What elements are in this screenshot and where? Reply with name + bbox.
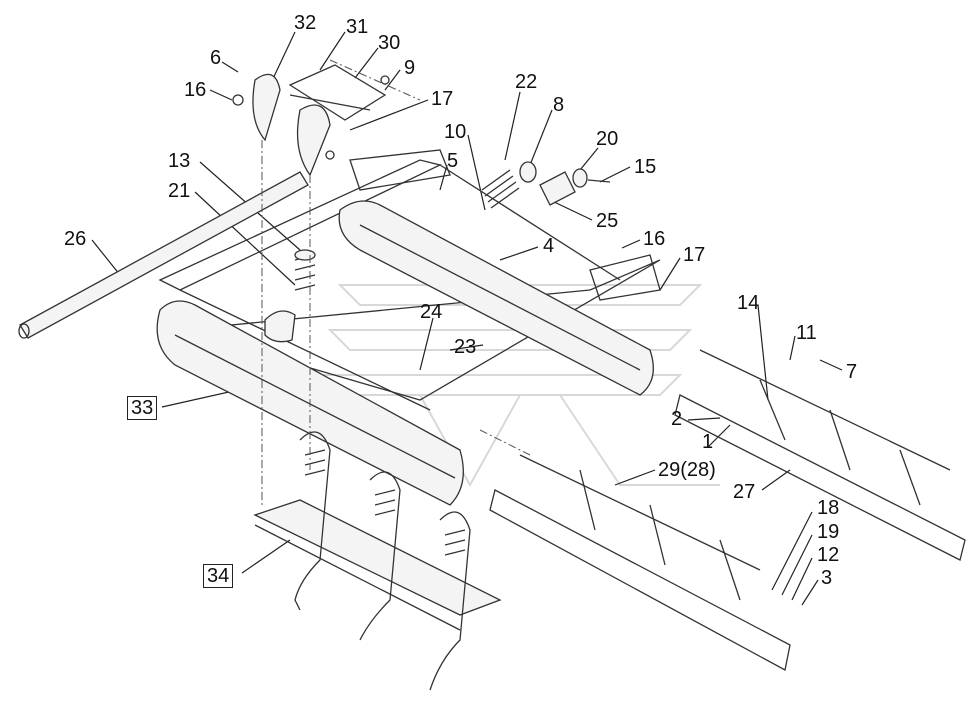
main-frame: [158, 149, 661, 411]
label-12: 12: [817, 544, 840, 566]
label-13: 13: [168, 150, 191, 172]
label-6: 6: [210, 47, 222, 69]
label-32: 32: [294, 12, 317, 34]
label-16-top: 16: [184, 79, 207, 101]
label-5: 5: [447, 150, 459, 172]
label-11: 11: [796, 322, 817, 344]
label-23: 23: [454, 336, 477, 358]
label-1: 1: [702, 431, 714, 453]
harrow-bar-27: [674, 349, 966, 561]
label-31: 31: [346, 16, 369, 38]
label-2: 2: [671, 408, 683, 430]
label-14: 14: [737, 292, 760, 314]
leader-lines: [91, 31, 843, 606]
adjuster-assembly: [232, 64, 390, 177]
label-9: 9: [404, 57, 416, 79]
label-17-top: 17: [431, 88, 454, 110]
rear-roller: [338, 200, 654, 396]
label-27: 27: [733, 481, 756, 503]
label-7: 7: [846, 361, 858, 383]
label-3: 3: [821, 567, 833, 589]
label-20: 20: [596, 128, 619, 150]
label-18: 18: [817, 497, 840, 519]
label-16-right: 16: [643, 228, 666, 250]
label-15: 15: [634, 156, 657, 178]
label-26: 26: [64, 228, 87, 250]
label-17-right: 17: [683, 244, 706, 266]
label-10: 10: [444, 121, 467, 143]
label-33: 33: [127, 396, 158, 420]
tine-assembly-34: [253, 431, 502, 691]
label-19: 19: [817, 521, 840, 543]
bar-26: [18, 171, 309, 339]
label-4: 4: [543, 235, 555, 257]
label-24: 24: [420, 301, 443, 323]
label-8: 8: [553, 94, 565, 116]
center-lines: [261, 59, 531, 505]
label-29-28: 29(28): [658, 459, 716, 481]
label-34: 34: [203, 564, 234, 588]
label-25: 25: [596, 210, 619, 232]
harrow-bar-29: [489, 454, 791, 671]
spring-parts: [264, 161, 611, 343]
label-30: 30: [378, 32, 401, 54]
label-22: 22: [515, 71, 538, 93]
label-21: 21: [168, 180, 191, 202]
